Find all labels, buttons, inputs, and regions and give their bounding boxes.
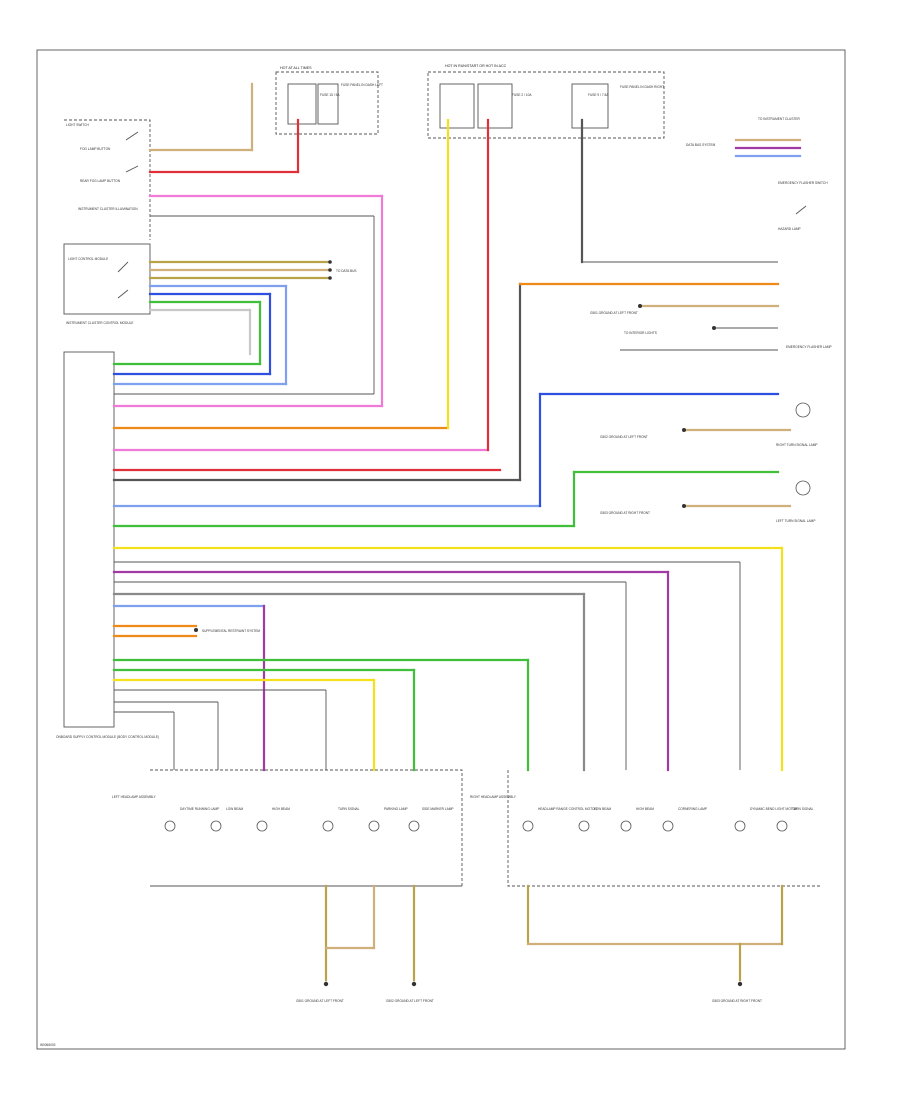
light-control-module-label: LIGHT CONTROL MODULE	[68, 257, 108, 261]
right-components: TO INSTRUMENT CLUSTER DATA BUS SYSTEM EM…	[590, 117, 832, 523]
ground-label-upper: G501 GROUND AT LEFT FRONT	[590, 311, 638, 315]
module-wires: SUPPLEMENTAL RESTRAINT SYSTEM	[112, 118, 784, 772]
right-headlamp-label: RIGHT HEADLAMP ASSEMBLY	[470, 795, 517, 799]
turn-signal-label-right: TURN SIGNAL	[792, 807, 814, 811]
side-marker-label-left: SIDE MARKER LAMP	[422, 807, 454, 811]
right-headlamp-assembly: RIGHT HEADLAMP ASSEMBLY HEADLAMP RANGE C…	[470, 770, 820, 1003]
fuse-mid-b-label: FUSE 9 / 7.5A	[588, 93, 609, 97]
page-id: W0066003	[40, 1043, 56, 1047]
instrument-cluster-illum-label: INSTRUMENT CLUSTER ILLUMINATION	[78, 207, 138, 211]
low-beam-label-left: LOW BEAM	[226, 807, 244, 811]
turn-signal-label-left: TURN SIGNAL	[338, 807, 360, 811]
ground-label-mid: G502 GROUND AT LEFT FRONT	[600, 435, 648, 439]
left-headlamp-label: LEFT HEADLAMP ASSEMBLY	[112, 795, 157, 799]
to-data-bus-label: TO DATA BUS	[336, 269, 357, 273]
high-beam-label-right: HIGH BEAM	[636, 807, 654, 811]
cornering-lamp-label: CORNERING LAMP	[678, 807, 707, 811]
to-interior-lights-label: TO INTERIOR LIGHTS	[624, 331, 657, 335]
fog-lamp-button-label: FOG LAMP BUTTON	[80, 147, 111, 151]
lcm-wires: TO DATA BUS	[148, 260, 357, 386]
light-switch-label: LIGHT SWITCH	[66, 123, 89, 127]
parking-lamp-label-left: PARKING LAMP	[384, 807, 408, 811]
ground-label-lower: G503 GROUND AT RIGHT FRONT	[600, 511, 650, 515]
headlamp-range-label: HEADLAMP RANGE CONTROL MOTOR	[538, 807, 597, 811]
emergency-flasher-lamp-label: EMERGENCY FLASHER LAMP	[786, 345, 832, 349]
ground-mid-label: G502 GROUND AT LEFT FRONT	[386, 999, 434, 1003]
high-beam-label-left: HIGH BEAM	[272, 807, 290, 811]
fuse-left-label: FUSE 15 / 5A	[320, 93, 340, 97]
switch-wires	[148, 82, 384, 408]
dynamic-bend-label: DYNAMIC BEND LIGHT MOTOR	[750, 807, 798, 811]
fuse-downlines	[580, 118, 778, 264]
ground-left-label: G501 GROUND AT LEFT FRONT	[296, 999, 344, 1003]
fuse-panel-left: HOT AT ALL TIMES FUSE 15 / 5A FUSE PANEL…	[275, 66, 383, 135]
supplemental-label: SUPPLEMENTAL RESTRAINT SYSTEM	[202, 629, 260, 633]
daytime-running-label: DAYTIME RUNNING LAMP	[180, 807, 219, 811]
fuse-mid-a-label: FUSE 2 / 10A	[512, 93, 532, 97]
onboard-supply-label: ONBOARD SUPPLY CONTROL MODULE (BODY CONT…	[56, 735, 159, 739]
diagram-frame	[36, 49, 846, 1050]
fuse-panel-right-label: FUSE PANEL IN DASH RIGHT	[620, 85, 664, 89]
fuse-panel-left-label: FUSE PANEL IN DASH LEFT	[341, 83, 383, 87]
ground-right-label: G503 GROUND AT RIGHT FRONT	[712, 999, 762, 1003]
fuse-panel-right: HOT IN RUN/START OR HOT IN ACC FUSE 2 / …	[427, 64, 665, 139]
low-beam-label-right: LOW BEAM	[594, 807, 612, 811]
rear-fog-button-label: REAR FOG LAMP BUTTON	[80, 179, 121, 183]
emergency-flasher-switch-label: EMERGENCY FLASHER SWITCH	[778, 181, 828, 185]
instrument-cluster-label: INSTRUMENT CLUSTER CONTROL MODULE	[66, 321, 133, 325]
left-turn-lamp-label: LEFT TURN SIGNAL LAMP	[776, 519, 815, 523]
light-switch-block: LIGHT SWITCH FOG LAMP BUTTON REAR FOG LA…	[63, 119, 151, 325]
hot-in-run-label: HOT IN RUN/START OR HOT IN ACC	[445, 64, 507, 68]
onboard-supply-module: ONBOARD SUPPLY CONTROL MODULE (BODY CONT…	[56, 351, 159, 739]
data-bus-system-label: DATA BUS SYSTEM	[686, 143, 716, 147]
to-cluster-label: TO INSTRUMENT CLUSTER	[758, 117, 801, 121]
hot-at-all-times-left-label: HOT AT ALL TIMES	[280, 66, 312, 70]
left-headlamp-assembly: LEFT HEADLAMP ASSEMBLY DAYTIME RUNNING L…	[112, 769, 463, 1003]
right-turn-lamp-label: RIGHT TURN SIGNAL LAMP	[776, 443, 818, 447]
hazard-lamp-label: HAZARD LAMP	[778, 227, 801, 231]
